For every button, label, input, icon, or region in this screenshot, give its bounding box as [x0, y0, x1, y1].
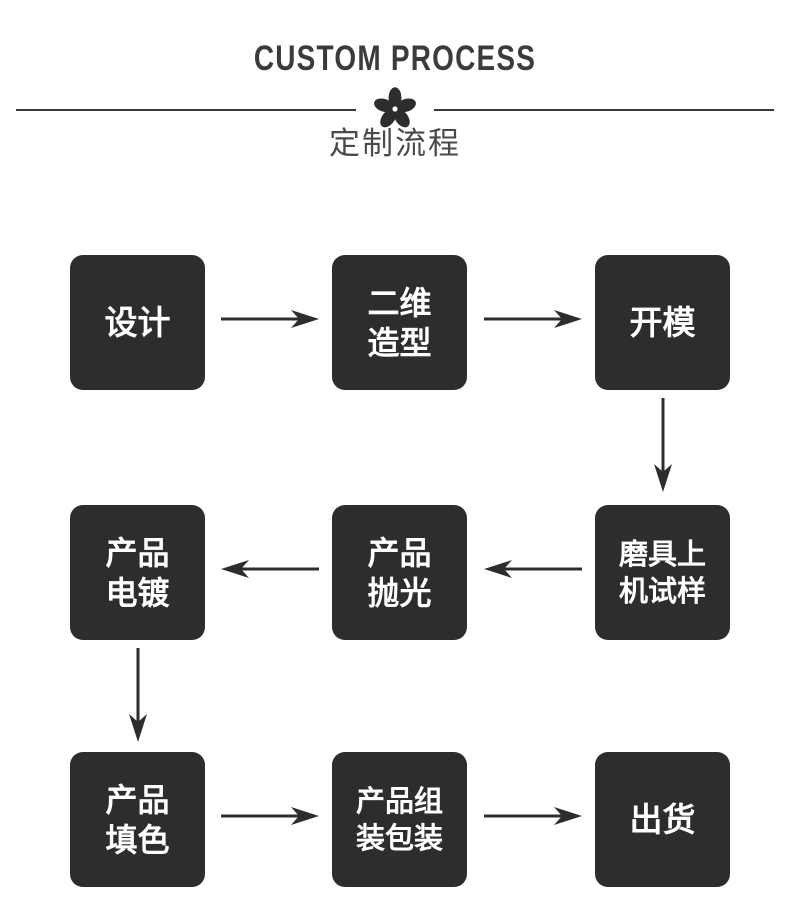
process-node-label: 产品 填色 [105, 780, 170, 859]
arrow-assembly-to-shipping [484, 802, 582, 830]
divider-rule-left [16, 109, 356, 111]
divider-rule-right [434, 109, 774, 111]
process-node-label: 出货 [629, 799, 696, 839]
process-node-label: 产品 抛光 [367, 533, 432, 612]
process-node-trial: 磨具上 机试样 [595, 505, 730, 640]
arrow-mold-open-to-trial [649, 398, 677, 492]
process-node-label: 开模 [629, 302, 696, 342]
process-node-label: 产品组 装包装 [355, 783, 443, 855]
process-node-label: 二维 造型 [367, 283, 432, 362]
arrow-design-to-2d-model [221, 305, 319, 333]
page-subtitle: 定制流程 [329, 126, 461, 162]
arrow-2d-model-to-mold-open [484, 305, 582, 333]
title-divider [16, 87, 774, 128]
process-node-2d-model: 二维 造型 [332, 255, 467, 390]
process-node-label: 产品 电镀 [105, 533, 170, 612]
arrow-plating-to-coloring [124, 648, 152, 742]
process-node-plating: 产品 电镀 [70, 505, 205, 640]
page-header: CUSTOM PROCESS 定制流程 [0, 0, 790, 200]
process-node-design: 设计 [70, 255, 205, 390]
arrow-trial-to-polishing [484, 555, 582, 583]
page-title: CUSTOM PROCESS [253, 39, 537, 78]
process-node-label: 设计 [104, 302, 171, 342]
process-node-mold-open: 开模 [595, 255, 730, 390]
process-node-polishing: 产品 抛光 [332, 505, 467, 640]
process-node-shipping: 出货 [595, 752, 730, 887]
process-node-assembly: 产品组 装包装 [332, 752, 467, 887]
five-petal-flower-icon [372, 86, 418, 132]
process-node-coloring: 产品 填色 [70, 752, 205, 887]
arrow-polishing-to-plating [221, 555, 319, 583]
process-node-label: 磨具上 机试样 [618, 536, 706, 608]
arrow-coloring-to-assembly [221, 802, 319, 830]
